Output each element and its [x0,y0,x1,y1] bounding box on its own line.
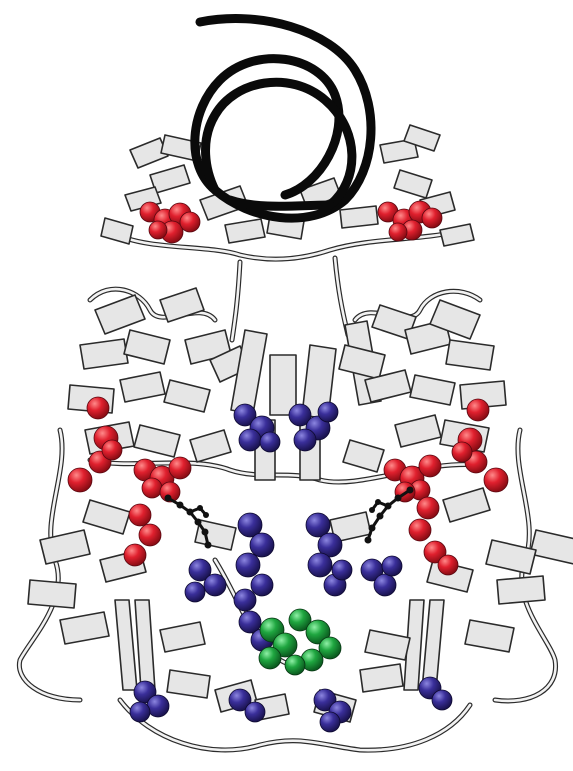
green-residue-spheres [259,609,341,675]
dna-loop [195,19,371,219]
lower-domain-helices [28,488,573,722]
main-body-helices [68,288,506,480]
